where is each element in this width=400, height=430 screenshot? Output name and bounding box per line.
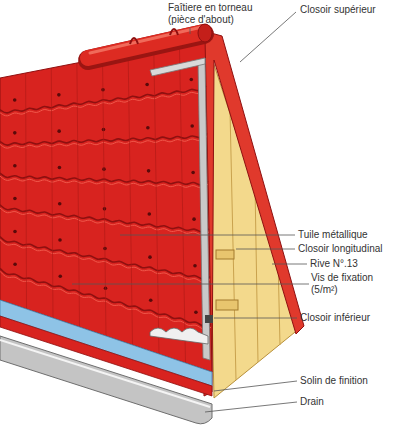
- part-label: Rive N°.13: [310, 258, 358, 270]
- part-label: Vis de fixation (5/m²): [311, 272, 397, 296]
- ridge-end-piece: [198, 24, 212, 42]
- fixing-screw: [146, 126, 150, 130]
- fixing-screw: [148, 255, 152, 259]
- leader-line: [240, 12, 296, 62]
- leader-line: [72, 284, 309, 285]
- fixing-screw: [13, 230, 17, 234]
- fixing-screw: [193, 264, 197, 268]
- part-label: Closoir longitudinal: [298, 243, 383, 255]
- leader-line: [190, 28, 191, 34]
- closoir-superieur: [150, 58, 205, 76]
- fixing-screw: [13, 131, 17, 135]
- fixing-screw: [58, 166, 62, 170]
- gable-timber: [206, 40, 300, 398]
- timber-line: [255, 185, 258, 362]
- fixing-screw: [13, 98, 17, 102]
- gutter: [0, 336, 212, 424]
- fixing-screw: [145, 83, 149, 87]
- tile-corrugation: [77, 63, 80, 327]
- leader-line: [205, 402, 297, 412]
- tile-corrugation: [103, 58, 107, 336]
- ridge-cap: [88, 32, 204, 58]
- fixing-screw: [58, 202, 62, 206]
- leader-line: [214, 381, 297, 391]
- closoir-inferieur: [150, 328, 208, 344]
- gutter-highlight: [0, 340, 210, 407]
- fixing-screw: [13, 164, 17, 168]
- tile-corrugation: [154, 48, 159, 354]
- fixing-screw: [57, 129, 61, 133]
- ridge-highlight: [90, 27, 202, 53]
- tile-corrugation: [51, 68, 53, 318]
- fixing-screw: [58, 238, 62, 242]
- fixing-screw: [189, 78, 193, 82]
- fixing-screw: [147, 169, 151, 173]
- batten: [216, 300, 238, 310]
- fixing-screw: [190, 124, 194, 128]
- part-label: Drain: [300, 396, 324, 408]
- leader-line: [272, 264, 307, 265]
- ridge-clip: [170, 29, 178, 35]
- fixing-screw: [13, 197, 17, 201]
- fixing-screw: [194, 310, 198, 314]
- batten: [216, 250, 234, 259]
- fixing-screw: [58, 274, 62, 278]
- fixing-screw: [147, 212, 151, 216]
- tile-corrugation: [128, 53, 132, 345]
- leader-line: [236, 249, 295, 250]
- screw-head: [205, 315, 213, 323]
- leader-line: [120, 235, 295, 236]
- timber-line: [230, 110, 236, 380]
- fixing-screw: [13, 262, 17, 266]
- fixing-screw: [149, 298, 153, 302]
- tile-corrugation: [25, 73, 27, 309]
- leader-line: [214, 318, 297, 319]
- closoir-longitudinal: [198, 58, 210, 360]
- rive-flashing: [200, 30, 304, 396]
- part-label: Solin de finition: [300, 375, 368, 387]
- fixing-screw: [57, 93, 61, 97]
- part-label: Tuile métallique: [298, 229, 368, 241]
- leader-lines: [72, 12, 309, 412]
- part-label: Faîtiere en torneau (pièce d'about): [168, 2, 272, 26]
- tile-corrugation: [179, 43, 185, 363]
- part-label: Closoir supérieur: [300, 4, 376, 16]
- fixing-screw: [192, 217, 196, 221]
- part-label: Closoir inférieur: [300, 312, 370, 324]
- fixing-screw: [191, 171, 195, 175]
- ridge-clip: [130, 38, 138, 44]
